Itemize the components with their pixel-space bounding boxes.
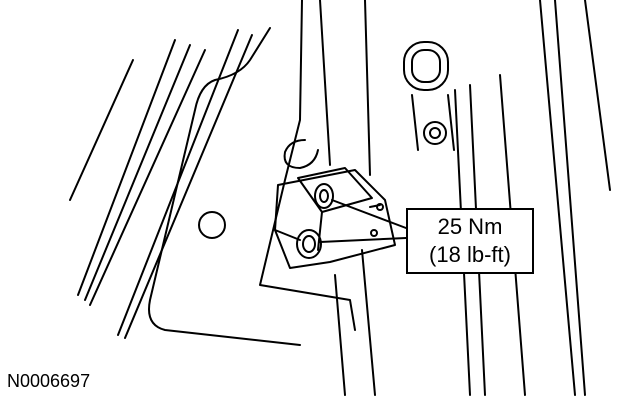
torque-imperial-label: (18 lb-ft) [429, 242, 511, 267]
hinge-check-wire [283, 139, 319, 169]
pillar-bolt [423, 121, 447, 145]
door-panel-edge [259, 0, 356, 331]
figure-id-label: N0006697 [7, 371, 91, 391]
door-hinge [274, 167, 396, 269]
body-panel-lines [69, 29, 253, 339]
door-inner-panel-outline [148, 27, 301, 346]
upper-hinge-bolt [314, 183, 334, 209]
torque-callout-box: 25 Nm (18 lb-ft) [406, 208, 534, 274]
callout-leader-lines [319, 199, 407, 243]
lower-hinge-bolt [296, 229, 322, 259]
torque-metric-label: 25 Nm [437, 214, 503, 239]
hinge-rivets [370, 203, 384, 237]
access-hole [198, 211, 226, 239]
pillar-lines [319, 0, 611, 396]
striker-slot [403, 41, 455, 151]
